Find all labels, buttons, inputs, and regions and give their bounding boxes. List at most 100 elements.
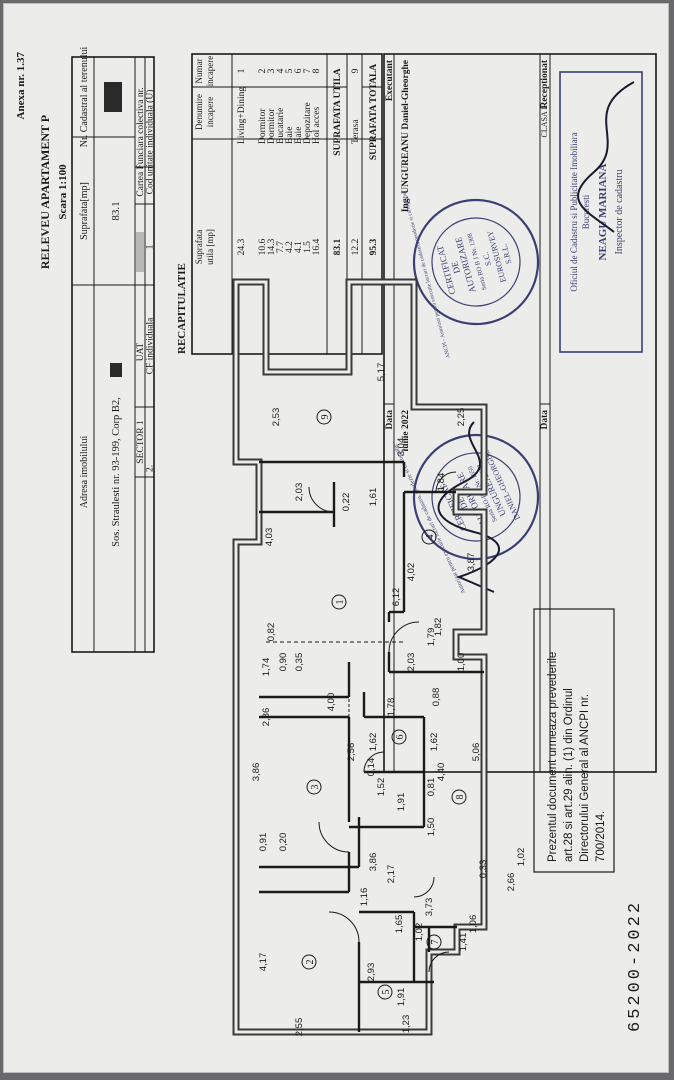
header-address-label: Adresa imobilului <box>79 436 90 509</box>
dim-label: 1,52 <box>376 778 387 797</box>
recap-row-name: Hol acces <box>312 107 322 144</box>
header-uat-value: SECTOR 1 <box>136 420 146 464</box>
dim-label: 0,35 <box>294 653 305 672</box>
recap-row-area: 10.6 <box>258 238 268 255</box>
signature-table <box>383 53 657 773</box>
recap-row-num: 6 <box>294 68 304 73</box>
svg-text:3: 3 <box>310 785 321 790</box>
redacted-address-number <box>110 363 122 377</box>
dim-label: 1,84 <box>436 473 447 492</box>
dim-label: 1,61 <box>368 488 379 507</box>
dim-label: 4,17 <box>258 953 269 972</box>
header-cf-label: CF individuala <box>146 317 156 375</box>
recap-row-area: 4.2 <box>285 241 295 253</box>
releveu-drawing: Anexa nr. 1.37 RELEVEU APARTAMENT P Scar… <box>15 47 657 1037</box>
dim-label: 1,78 <box>386 698 397 717</box>
recap-row-num: 3 <box>267 68 277 73</box>
ocpi-person: NEAGU MARIANA <box>597 164 609 261</box>
header-surface-value: 83.1 <box>110 201 122 220</box>
dim-label: 5,06 <box>471 743 482 762</box>
dim-label: 0,33 <box>478 860 489 879</box>
recap-row-name: Bucatarie <box>276 108 286 144</box>
executant-name: Ing. UNGUREANU Daniel-Gheorghe <box>401 60 411 212</box>
legal-note-line: Prezentul document urmeaza prevederile <box>547 652 559 862</box>
recap-row-num: 4 <box>276 68 286 73</box>
ocpi-office: Oficiul de Cadastru si Publicitate Imobi… <box>569 132 579 291</box>
dim-label: 6,12 <box>391 588 402 607</box>
room-marker-2: 2 <box>301 954 317 970</box>
dim-label: 2,17 <box>386 865 397 884</box>
header-cod-value: 1 <box>146 244 156 249</box>
dim-label: 2,93 <box>366 963 377 982</box>
room-marker-9: 9 <box>316 409 332 425</box>
recap-row-num: 5 <box>285 68 295 73</box>
dim-label: 2,25 <box>456 408 467 427</box>
dim-label: 4,00 <box>326 693 337 712</box>
recap-row-area: 14.3 <box>267 238 277 255</box>
dim-label: 3,04 <box>396 438 407 457</box>
recap-row-area: 4.1 <box>294 241 304 253</box>
dim-label: 4,02 <box>406 563 417 582</box>
dim-label: 4,03 <box>264 528 275 547</box>
dim-label: 1,00 <box>456 653 467 672</box>
recap-terrace-num: 9 <box>351 68 361 73</box>
redacted-cadastral-number <box>104 82 122 112</box>
dim-label: 2,03 <box>294 483 305 502</box>
executant-label: Executant <box>385 59 395 101</box>
dim-label: 1,02 <box>414 923 425 942</box>
legal-note-box: Prezentul document urmeaza prevederile a… <box>533 608 615 873</box>
room-number-markers: 1 2 3 4 5 6 7 8 9 <box>301 409 467 1000</box>
dim-label: 0,22 <box>341 493 352 512</box>
dim-label: 0,81 <box>426 778 437 797</box>
dim-label: 0,14 <box>366 758 377 777</box>
svg-text:2: 2 <box>305 960 316 965</box>
recap-row-name: Depozitare <box>303 102 313 144</box>
svg-text:6: 6 <box>395 735 406 740</box>
dim-label: 1,62 <box>429 733 440 752</box>
scale-label: Scara 1:100 <box>57 164 69 220</box>
recap-terrace-name: Terasa <box>351 119 361 144</box>
document-page: Anexa nr. 1.37 RELEVEU APARTAMENT P Scar… <box>4 4 668 1072</box>
recap-row-area: 16.4 <box>312 238 322 255</box>
recap-row-num: 8 <box>312 68 322 73</box>
recap-row-num: 1 <box>237 68 247 73</box>
dim-label: 2,86 <box>261 708 272 727</box>
recap-rows: 1 Living+Dining 24.3 2 Dormitor 10.6 3 D… <box>237 68 322 255</box>
executant-date: iunie 2022 <box>401 410 411 452</box>
dim-label: 4,40 <box>436 763 447 782</box>
dim-label: 1,91 <box>396 988 407 1007</box>
dim-label: 1,79 <box>426 628 437 647</box>
header-cadastral-label: Nr. Cadastral al terenului <box>79 47 90 148</box>
room-marker-6: 6 <box>391 729 407 745</box>
recap-util-value: 83.1 <box>333 238 343 255</box>
header-surface-label: Suprafata[mp] <box>79 182 90 240</box>
dim-label: 3,73 <box>424 898 435 917</box>
header-table <box>71 56 155 653</box>
dimension-labels: 4,17 2,55 2,93 1,91 1,23 1,02 1,65 1,16 … <box>251 363 527 1037</box>
recap-row-name: Baie <box>285 127 295 144</box>
dim-label: 0,88 <box>431 688 442 707</box>
room-marker-8: 8 <box>451 789 467 805</box>
dim-label: 3,86 <box>368 853 379 872</box>
dim-label: 0,20 <box>278 833 289 852</box>
dim-label: 1,06 <box>468 915 479 934</box>
stamp-cert-line: DE <box>449 260 462 275</box>
dim-label: 2,53 <box>271 408 282 427</box>
recap-row-name: Dormitor <box>267 108 277 144</box>
recap-total-value: 95.3 <box>369 238 379 255</box>
dim-label: 2,56 <box>346 743 357 762</box>
header-cod-label: Cod unitate individuala (U) <box>145 90 156 195</box>
svg-text:7: 7 <box>430 940 441 945</box>
outer-wall <box>232 278 488 1036</box>
recap-row-name: Baie <box>294 127 304 144</box>
svg-text:8: 8 <box>455 795 466 800</box>
recap-row-num: 2 <box>258 68 268 73</box>
dim-label: 1,74 <box>261 658 272 677</box>
dim-label: 1,50 <box>426 818 437 837</box>
room-marker-3: 3 <box>306 779 322 795</box>
svg-text:9: 9 <box>320 415 331 420</box>
dim-label: 2,55 <box>294 1018 305 1037</box>
ocpi-stamp: Oficiul de Cadastru si Publicitate Imobi… <box>559 71 643 353</box>
svg-text:4: 4 <box>425 535 436 540</box>
annex-label: Anexa nr. 1.37 <box>15 52 27 120</box>
